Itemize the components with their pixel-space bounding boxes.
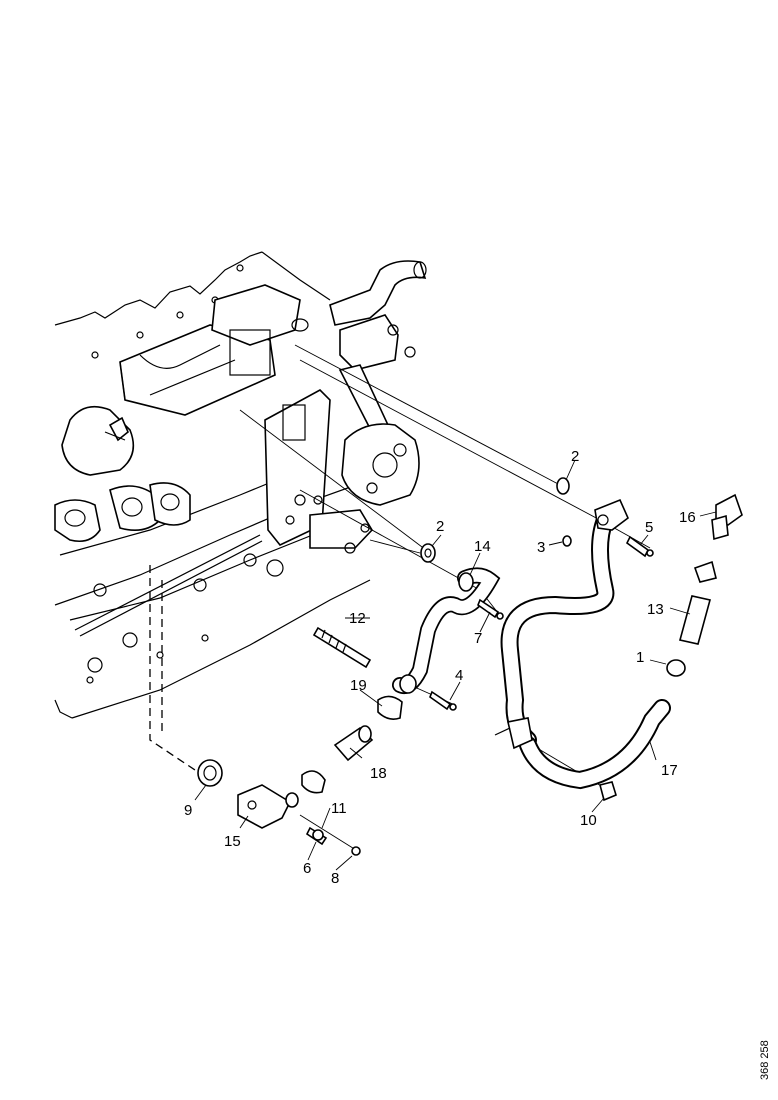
- coolant-hose-14: [392, 567, 501, 694]
- callout-3: 3: [537, 539, 545, 556]
- block-bolt-heads: [86, 264, 284, 684]
- figure-reference-code: 368 258: [759, 1040, 771, 1080]
- callout-8: 8: [331, 870, 339, 887]
- coolant-hose-long: [500, 498, 629, 749]
- callout-13: 13: [647, 601, 664, 618]
- callout-16: 16: [679, 509, 696, 526]
- callout-4: 4: [455, 667, 463, 684]
- callout-17: 17: [661, 762, 678, 779]
- callout-11: 11: [331, 800, 347, 817]
- callout-2-lower: 2: [436, 518, 444, 535]
- callout-14: 14: [474, 538, 491, 555]
- callout-10: 10: [580, 812, 597, 829]
- callout-19: 19: [350, 677, 367, 694]
- upper-pipe-assembly: [264, 260, 427, 554]
- callout-12: 12: [349, 610, 366, 627]
- callout-6: 6: [303, 860, 311, 877]
- callout-5: 5: [645, 519, 653, 536]
- callout-15: 15: [224, 833, 241, 850]
- callout-9: 9: [184, 802, 192, 819]
- hose-17: [494, 699, 671, 790]
- callout-1: 1: [636, 649, 644, 666]
- egr-cooler: [104, 284, 309, 442]
- callout-18: 18: [370, 765, 387, 782]
- callout-leaders: [194, 459, 717, 871]
- callout-7: 7: [474, 630, 482, 647]
- callout-2-upper: 2: [571, 448, 579, 465]
- parts-small: [197, 477, 743, 856]
- callout-labels: 1 2 2 3 4 5 6 7 8 9 10 11 12 13 14 15 16…: [184, 448, 696, 887]
